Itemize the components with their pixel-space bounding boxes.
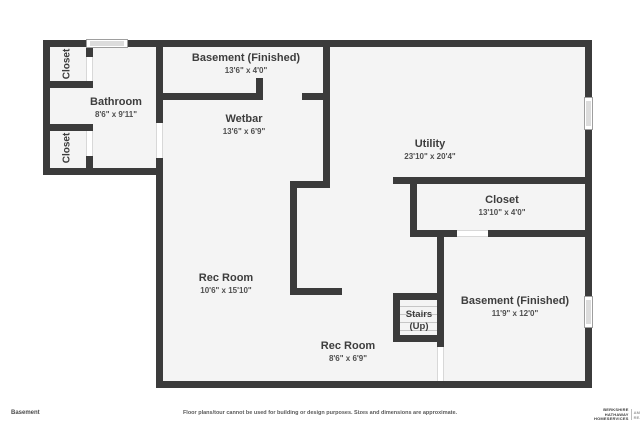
disclaimer-text: Floor plans/tour cannot be used for buil… <box>182 410 458 416</box>
room-dims: 13'6" x 6'9" <box>222 127 266 136</box>
room-name: Basement (Finished) <box>191 52 301 64</box>
logo-divider <box>630 409 632 421</box>
wall-closet-right-left <box>410 184 417 237</box>
wall-left-wing-bottom <box>43 168 163 175</box>
room-name: Bathroom <box>90 96 142 108</box>
wall-closet-right-bottom-left <box>410 230 457 237</box>
stair-tread <box>400 306 437 307</box>
door-basement-room <box>437 347 444 381</box>
wall-wetbar-utility <box>323 40 330 188</box>
wall-bottom <box>156 381 592 388</box>
room-name: Closet <box>485 194 519 206</box>
wall-closet-lower-stub <box>86 156 93 168</box>
wall-divider-vertical <box>290 181 297 295</box>
room-name: Wetbar <box>225 113 263 125</box>
room-label-rec-room-main: Rec Room 10'6" x 15'10" <box>199 272 253 296</box>
wall-left-outer <box>43 40 50 175</box>
wall-stairs-right <box>437 237 444 347</box>
wall-top <box>43 40 592 47</box>
room-dims: 23'10" x 20'4" <box>404 152 456 161</box>
room-label-closet-right: Closet 13'10" x 4'0" <box>479 194 526 218</box>
room-dims: 13'10" x 4'0" <box>478 208 526 217</box>
brand-line: HOMESERVICES <box>594 416 629 421</box>
room-name: Utility <box>414 138 446 150</box>
room-label-utility: Utility 23'10" x 20'4" <box>404 138 455 162</box>
window-top <box>86 39 128 48</box>
stairs-name: Stairs <box>405 309 433 320</box>
wall-closet-upper-bottom <box>43 81 93 88</box>
brand-line: BERKSHIRE <box>603 407 629 412</box>
door-closet-lower <box>86 131 93 156</box>
stair-tread <box>400 322 437 323</box>
wall-divider-jog <box>290 181 330 188</box>
room-dims: 8'6" x 9'11" <box>94 110 138 119</box>
wall-divider-bottom <box>290 288 342 295</box>
room-label-closet-upper: Closet <box>61 48 73 80</box>
wall-alcove-bottom <box>163 93 263 100</box>
wall-bathroom-right-lower <box>156 158 163 175</box>
door-closet-upper <box>86 57 93 81</box>
room-label-closet-lower: Closet <box>61 132 73 164</box>
door-bathroom <box>156 123 163 158</box>
window-pane <box>90 41 124 46</box>
window-right-lower <box>584 296 593 328</box>
wall-closet-lower-top <box>43 124 93 131</box>
room-dims: 11'9" x 12'0" <box>491 309 539 318</box>
room-dims: 8'6" x 6'9" <box>328 354 368 363</box>
berkshire-hathaway-logo: BERKSHIRE HATHAWAY HOMESERVICES AMBASSAD… <box>594 407 640 422</box>
room-label-stairs: Stairs (Up) <box>406 309 432 333</box>
wall-closet-right-bottom-right <box>488 230 592 237</box>
wall-utility-bottom <box>393 177 592 184</box>
brand-franchise: AMBASSADOR REAL ESTATE <box>634 410 640 420</box>
room-name: Basement (Finished) <box>460 295 570 307</box>
floor-title: Basement <box>11 410 40 416</box>
room-label-basement-finished-bottom: Basement (Finished) 11'9" x 12'0" <box>461 295 569 319</box>
stairs-direction: (Up) <box>409 321 429 332</box>
room-label-bathroom: Bathroom 8'6" x 9'11" <box>90 96 142 120</box>
wall-stairs-bottom <box>393 335 444 342</box>
window-right-upper <box>584 97 593 130</box>
brand-line: HATHAWAY <box>604 411 629 417</box>
wall-right <box>585 40 592 388</box>
stair-tread <box>400 330 437 331</box>
brand-name: BERKSHIRE HATHAWAY HOMESERVICES <box>594 407 629 422</box>
room-label-rec-room-small: Rec Room 8'6" x 6'9" <box>321 340 375 364</box>
wall-alcove-right-piece <box>302 93 323 100</box>
stair-tread <box>400 314 437 315</box>
room-dims: 10'6" x 15'10" <box>200 286 252 295</box>
room-label-basement-finished-top: Basement (Finished) 13'6" x 4'0" <box>192 52 300 76</box>
window-pane <box>586 300 591 324</box>
wall-stairs-left <box>393 300 400 342</box>
wall-stairs-top <box>393 293 444 300</box>
wall-closet-upper-stub <box>86 45 93 57</box>
window-pane <box>586 101 591 126</box>
door-closet-right <box>457 230 488 237</box>
wall-bathroom-right-upper <box>156 40 163 123</box>
room-label-wetbar: Wetbar 13'6" x 6'9" <box>223 113 266 137</box>
room-dims: 13'6" x 4'0" <box>224 66 268 75</box>
wall-alcove-stub <box>256 78 263 100</box>
floor-area-left-wing <box>43 40 163 175</box>
wall-main-left <box>156 168 163 388</box>
franchise-line: AMBASSADOR <box>633 409 640 415</box>
room-name: Rec Room <box>320 340 376 352</box>
franchise-line: REAL ESTATE <box>633 414 640 420</box>
room-name: Rec Room <box>198 272 254 284</box>
